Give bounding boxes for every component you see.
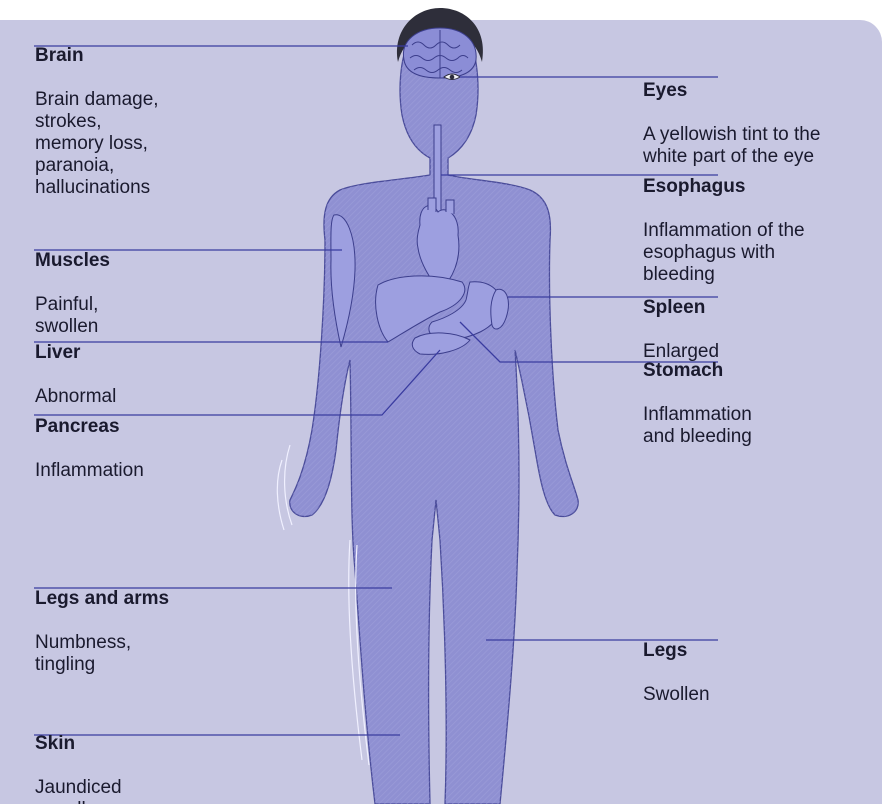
label-legs-and-arms-title: Legs and arms <box>35 588 169 610</box>
label-stomach-desc: Inflammation and bleeding <box>643 404 752 448</box>
label-brain-desc: Brain damage, strokes, memory loss, para… <box>35 89 159 199</box>
eye-pupil <box>450 75 455 80</box>
label-skin-desc: Jaundiced or yellow <box>35 777 122 804</box>
label-legs-title: Legs <box>643 640 710 662</box>
label-pancreas: Pancreas Inflammation <box>35 394 144 504</box>
label-skin: Skin Jaundiced or yellow <box>35 711 122 804</box>
brain-organ <box>403 28 476 78</box>
label-stomach: Stomach Inflammation and bleeding <box>643 338 752 470</box>
label-brain-title: Brain <box>35 45 159 67</box>
label-eyes-title: Eyes <box>643 80 820 102</box>
label-skin-title: Skin <box>35 733 122 755</box>
label-esophagus-title: Esophagus <box>643 176 805 198</box>
label-legs-and-arms: Legs and arms Numbness, tingling <box>35 566 169 698</box>
label-liver-title: Liver <box>35 342 116 364</box>
label-legs: Legs Swollen <box>643 618 710 728</box>
label-legs-and-arms-desc: Numbness, tingling <box>35 632 169 676</box>
label-stomach-title: Stomach <box>643 360 752 382</box>
label-pancreas-desc: Inflammation <box>35 460 144 482</box>
label-spleen-title: Spleen <box>643 297 719 319</box>
label-muscles-title: Muscles <box>35 250 110 272</box>
label-legs-desc: Swollen <box>643 684 710 706</box>
label-brain: Brain Brain damage, strokes, memory loss… <box>35 23 159 221</box>
label-pancreas-title: Pancreas <box>35 416 144 438</box>
